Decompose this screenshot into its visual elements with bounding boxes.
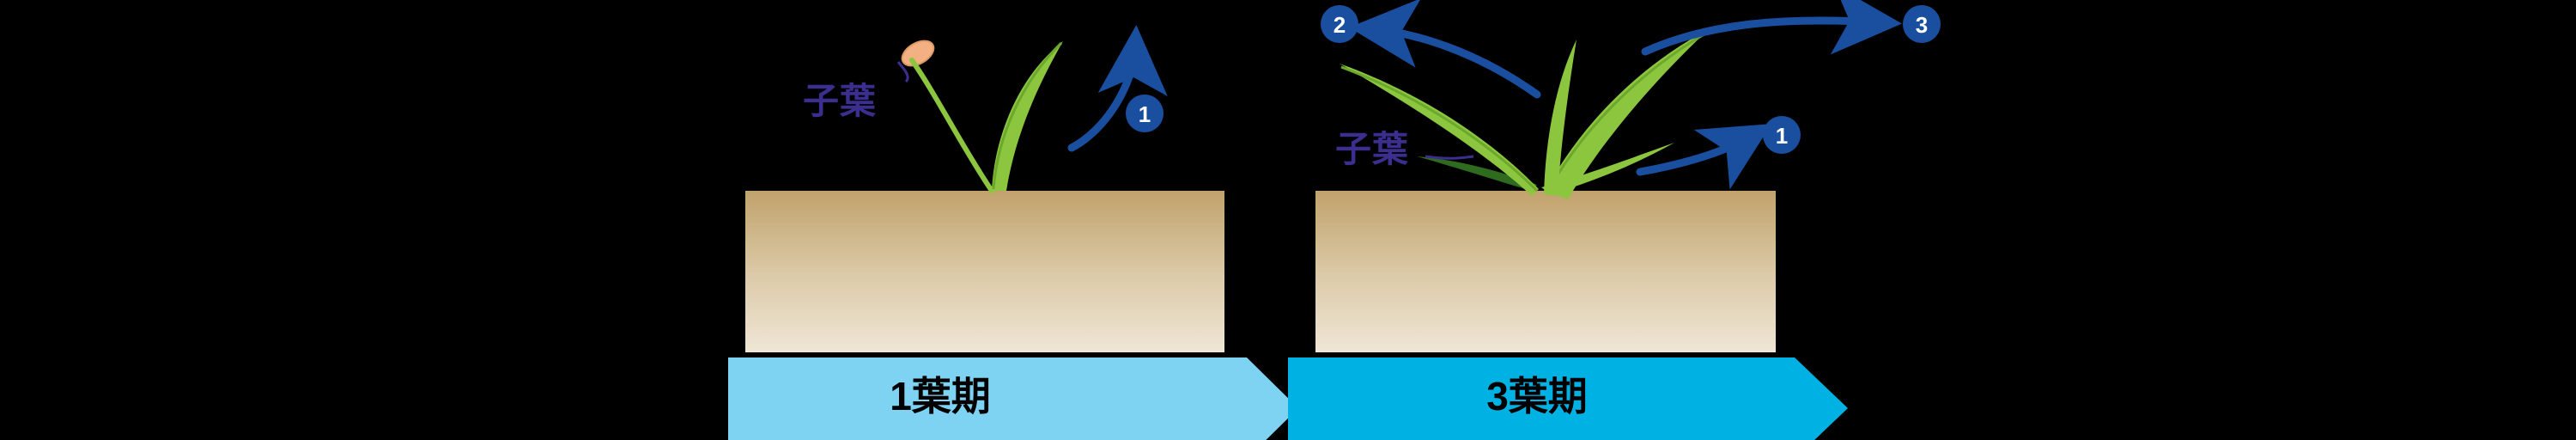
cotyledon-2	[1417, 156, 1537, 191]
stage-banner-label-2: 3葉期	[1486, 374, 1588, 419]
leaf-number-badge-2-3	[1903, 5, 1941, 43]
pointer-arrow-2-3	[1641, 0, 1902, 56]
cotyledon-stalk-1	[909, 58, 994, 193]
pointer-arrow-1-1	[1067, 25, 1168, 152]
leaf-blade-2-center	[1544, 40, 1577, 196]
stage-banner-2	[1288, 358, 1848, 440]
leaf-number-label-2-1: 1	[1775, 123, 1789, 149]
leaf-number-badge-2-1	[1763, 116, 1801, 154]
stage-banner-1	[728, 358, 1298, 440]
pointer-arrow-2-1	[1636, 124, 1772, 190]
leaf-blade-1-1	[992, 41, 1063, 191]
soil-block-2	[1315, 191, 1776, 352]
panel-3-leaf-group	[1288, 0, 1941, 440]
leaf-blade-2-2	[1340, 64, 1539, 196]
leaf-number-label-1-1: 1	[1138, 101, 1151, 127]
cotyledon-leader-2	[1425, 155, 1474, 160]
leaf-number-badge-1-1	[1126, 95, 1163, 132]
leaf-midrib-2-3	[1546, 31, 1708, 193]
cotyledon-label-1: 子葉	[803, 81, 877, 121]
cotyledon-label-2: 子葉	[1335, 129, 1409, 169]
pointer-arrow-2-2	[1349, 0, 1541, 99]
soil-block-1	[745, 191, 1224, 352]
cotyledon-leader-1	[896, 61, 909, 83]
leaf-number-badge-2-2	[1321, 5, 1358, 43]
leaf-number-label-2-3: 3	[1915, 12, 1929, 38]
panel-1-leaf-group	[728, 25, 1298, 440]
stage-banner-label-1: 1葉期	[890, 374, 991, 419]
leaf-midrib-1-1	[992, 41, 1063, 190]
leaf-midrib-2-2	[1340, 65, 1539, 192]
leaf-blade-2-3	[1546, 29, 1709, 199]
leaf-number-label-2-2: 2	[1333, 12, 1346, 38]
